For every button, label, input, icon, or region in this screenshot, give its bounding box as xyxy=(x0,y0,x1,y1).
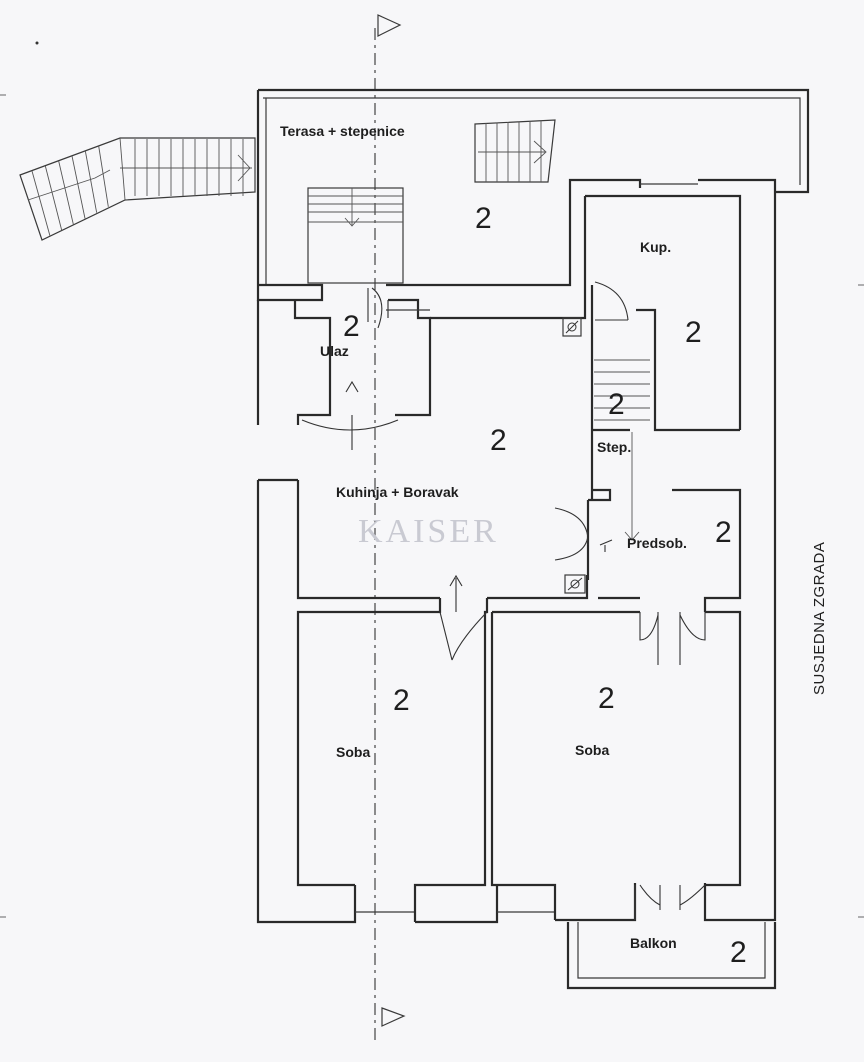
stair-tread xyxy=(58,160,74,225)
room-label-terasa: Terasa + stepenice xyxy=(280,123,405,139)
room-label-ulaz: Ulaz xyxy=(320,343,349,359)
doors xyxy=(301,281,706,910)
terrace-stair xyxy=(474,119,556,183)
interior-stair xyxy=(594,359,650,541)
room-label-step: Step. xyxy=(597,439,631,455)
building-walls xyxy=(256,178,777,990)
stair-tread xyxy=(71,155,86,219)
stair-arrow-icon xyxy=(237,154,251,182)
room-level-kup: 2 xyxy=(685,316,702,349)
room-label-soba1: Soba xyxy=(336,744,370,760)
room-level-soba2: 2 xyxy=(598,682,615,715)
stair-tread xyxy=(44,165,63,231)
stair-tread xyxy=(98,145,109,207)
room-level-ulaz: 2 xyxy=(343,310,360,343)
door-swing-icon xyxy=(594,281,629,321)
terrace-outline xyxy=(256,88,810,285)
stair-arrow-icon xyxy=(533,140,547,164)
room-level-kuhinja: 2 xyxy=(490,424,507,457)
stair-arrow-icon xyxy=(624,531,640,541)
stair-tread xyxy=(31,170,51,237)
door-swing-icon xyxy=(301,419,399,431)
watermark: KAISER xyxy=(358,513,499,550)
door-swing-icon xyxy=(439,611,488,661)
room-label-soba2: Soba xyxy=(575,742,609,758)
door-swing-icon xyxy=(345,380,359,450)
neighbor-building-label: SUSJEDNA ZGRADA xyxy=(811,542,828,695)
stair-tread xyxy=(84,150,98,213)
chimney-icon xyxy=(564,574,586,594)
section-axis xyxy=(374,14,406,1040)
door-swing-icon xyxy=(367,287,383,329)
entry-stair xyxy=(307,187,404,284)
section-arrow-icon xyxy=(377,14,402,37)
chimney-icon xyxy=(562,317,582,337)
room-level-soba1: 2 xyxy=(393,684,410,717)
door-swing-icon xyxy=(554,507,589,561)
room-level-balkon: 2 xyxy=(730,936,747,969)
door-swing-icon xyxy=(639,884,706,910)
room-level-predsob: 2 xyxy=(715,516,732,549)
external-stairs xyxy=(19,137,256,241)
room-label-kuhinja: Kuhinja + Boravak xyxy=(336,484,459,500)
door-swing-icon xyxy=(449,574,463,612)
section-arrow-icon xyxy=(381,1007,406,1027)
room-label-balkon: Balkon xyxy=(630,935,677,951)
stair-arrow-icon xyxy=(344,217,360,227)
room-label-predsob: Predsob. xyxy=(627,535,687,551)
room-level-step: 2 xyxy=(608,388,625,421)
room-label-kup: Kup. xyxy=(640,239,671,255)
room-level-terasa: 2 xyxy=(475,202,492,235)
door-swing-icon xyxy=(639,612,706,665)
room-labels: Terasa + stepenice 2 2 Ulaz Kup. 2 2 Ste… xyxy=(280,123,747,969)
door-swing-icon xyxy=(599,539,613,552)
